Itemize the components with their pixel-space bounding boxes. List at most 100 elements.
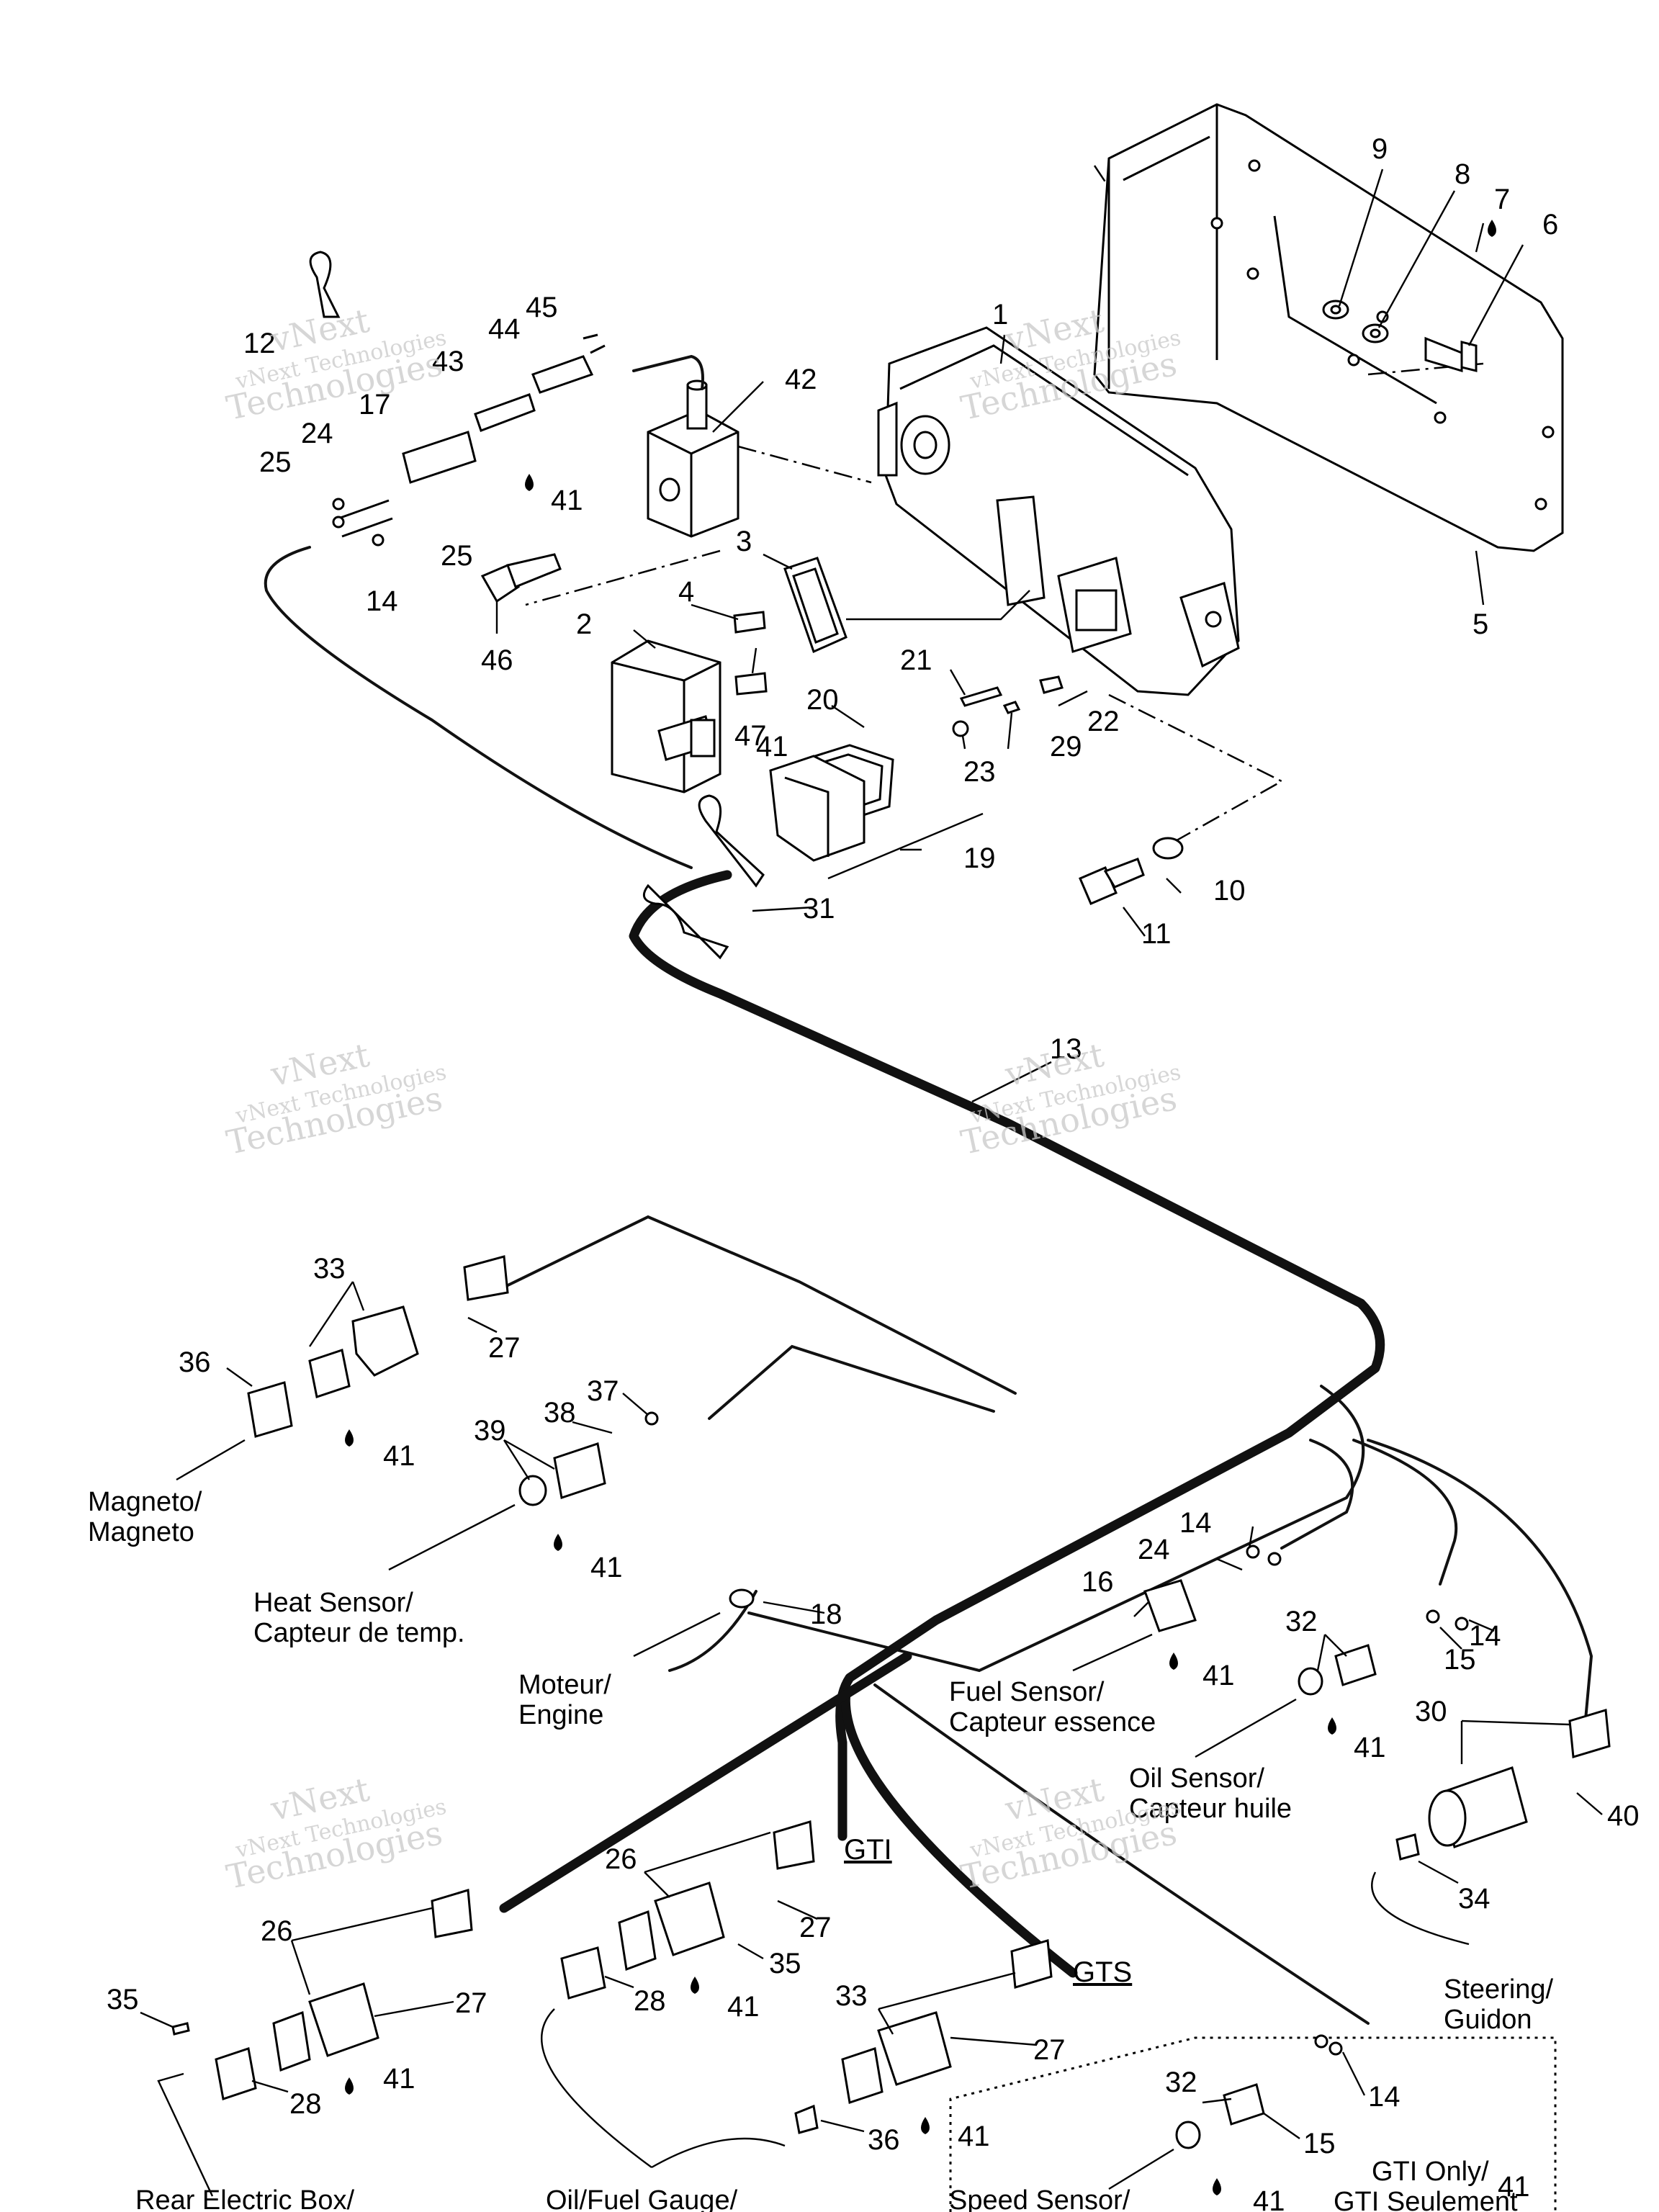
- label-gti-only-1: GTI Only/: [1372, 2157, 1489, 2187]
- callout-14-c: 14: [1469, 1620, 1501, 1652]
- callout-32-b: 32: [1165, 2067, 1197, 2098]
- callout-27-d: 27: [1033, 2034, 1066, 2066]
- heat-sensor-connector: [518, 1411, 659, 1551]
- destination-labels: Magneto/ Magneto Heat Sensor/ Capteur de…: [88, 1487, 1554, 2212]
- callout-10: 10: [1213, 875, 1246, 907]
- callout-29: 29: [1050, 731, 1082, 763]
- callout-2: 2: [576, 608, 592, 640]
- callout-40: 40: [1607, 1800, 1640, 1832]
- callout-32-a: 32: [1285, 1606, 1318, 1637]
- part-42-box: [647, 379, 739, 538]
- callout-1: 1: [992, 299, 1008, 331]
- callout-26-b: 26: [261, 1915, 293, 1947]
- callout-38: 38: [544, 1397, 576, 1429]
- callout-12: 12: [243, 328, 276, 359]
- callout-47: 47: [734, 720, 767, 752]
- mounting-bracket: [1093, 103, 1564, 552]
- label-fuel-sensor-2: Capteur essence: [949, 1707, 1156, 1737]
- callout-41-j: 41: [756, 731, 788, 763]
- terminals-21-29: [952, 675, 1064, 737]
- relay-box-2: [611, 639, 721, 793]
- label-magneto-2: Magneto: [88, 1517, 194, 1547]
- label-fuel-sensor-1: Fuel Sensor/: [949, 1677, 1105, 1707]
- variant-gti: GTI: [844, 1834, 892, 1866]
- callout-19: 19: [963, 842, 996, 874]
- bolt-10-11: [1079, 837, 1184, 905]
- magneto-connector: [247, 1255, 509, 1447]
- parts-3-4: [733, 557, 848, 696]
- label-engine-1: Moteur/: [518, 1670, 611, 1700]
- watermark-3: vNext vNext Technologies Technologies: [223, 1035, 449, 1162]
- callout-6: 6: [1542, 209, 1558, 240]
- label-gti-only-2: GTI Seulement: [1334, 2187, 1518, 2212]
- callout-36-a: 36: [179, 1346, 211, 1378]
- callout-14-a: 14: [366, 585, 398, 617]
- label-steering-2: Guidon: [1444, 2005, 1532, 2035]
- callout-28-b: 28: [289, 2088, 322, 2120]
- callout-41-i: 41: [1253, 2185, 1285, 2212]
- callout-43: 43: [432, 346, 464, 377]
- callout-28-a: 28: [634, 1985, 666, 2017]
- callout-36-b: 36: [868, 2124, 900, 2156]
- label-speed-sensor: Speed Sensor/: [949, 2185, 1130, 2212]
- watermark-4: vNext vNext Technologies Technologies: [958, 1035, 1183, 1162]
- callout-27-b: 27: [799, 1912, 832, 1943]
- callout-41-k: 41: [1498, 2171, 1530, 2203]
- callout-15-a: 15: [1444, 1644, 1476, 1676]
- callout-25-a: 25: [259, 446, 292, 478]
- hardware-6-9: [1322, 220, 1496, 373]
- callout-13: 13: [1050, 1033, 1082, 1065]
- variant-gts: GTS: [1073, 1956, 1132, 1988]
- label-oil-sensor-2: Capteur huile: [1129, 1794, 1292, 1824]
- callout-leaders: [140, 168, 1603, 2139]
- callout-34: 34: [1458, 1883, 1491, 1915]
- callout-41-g: 41: [383, 2063, 415, 2095]
- callout-37: 37: [587, 1375, 619, 1407]
- callout-15-b: 15: [1303, 2128, 1336, 2159]
- ecu-module: [877, 326, 1240, 696]
- label-gauge: Oil/Fuel Gauge/: [546, 2185, 738, 2212]
- callout-46: 46: [481, 644, 513, 676]
- callout-41-h: 41: [958, 2121, 990, 2152]
- watermark-5: vNext vNext Technologies Technologies: [223, 1770, 449, 1897]
- label-heat-sensor-2: Capteur de temp.: [253, 1618, 465, 1648]
- callout-4: 4: [678, 576, 694, 608]
- callout-45: 45: [526, 292, 558, 323]
- label-magneto-1: Magneto/: [88, 1487, 202, 1517]
- callout-23: 23: [963, 756, 996, 788]
- callout-27-c: 27: [455, 1987, 487, 2019]
- callout-14-b: 14: [1179, 1507, 1212, 1539]
- connector-19-20: [769, 744, 894, 862]
- callout-27-a: 27: [488, 1332, 521, 1364]
- callout-5: 5: [1473, 608, 1488, 640]
- callout-33-a: 33: [313, 1253, 346, 1285]
- callout-41-d: 41: [1202, 1660, 1235, 1691]
- callout-18: 18: [810, 1599, 842, 1630]
- callout-33-b: 33: [835, 1980, 868, 2012]
- connectors-top-left: [309, 251, 704, 547]
- callout-41-b: 41: [383, 1440, 415, 1472]
- callout-numbers: 1 2 3 4 5 6 7 8 9 10 11 12 13 14 14 14 1…: [107, 133, 1640, 2212]
- callout-14-d: 14: [1368, 2081, 1401, 2113]
- callout-7: 7: [1494, 184, 1510, 215]
- callout-41-a: 41: [551, 485, 583, 516]
- callout-31: 31: [803, 893, 835, 925]
- callout-20: 20: [806, 684, 839, 716]
- label-rear-box: Rear Electric Box/: [135, 2185, 355, 2212]
- callout-35-b: 35: [107, 1984, 139, 2015]
- callout-30: 30: [1415, 1696, 1447, 1727]
- callout-8: 8: [1455, 158, 1470, 190]
- callout-9: 9: [1372, 133, 1388, 165]
- fuel-sensor-connector: [1143, 1545, 1282, 1670]
- main-harness: [264, 546, 1593, 2025]
- callout-44: 44: [488, 313, 521, 345]
- label-engine-2: Engine: [518, 1700, 603, 1730]
- callout-26-a: 26: [605, 1843, 637, 1875]
- callout-35-a: 35: [769, 1948, 801, 1979]
- callout-41-f: 41: [727, 1991, 760, 2023]
- callout-41-c: 41: [590, 1552, 623, 1583]
- gauge-connector-gts: [794, 1939, 1053, 2134]
- callout-39: 39: [474, 1415, 506, 1447]
- label-steering-1: Steering/: [1444, 1974, 1554, 2005]
